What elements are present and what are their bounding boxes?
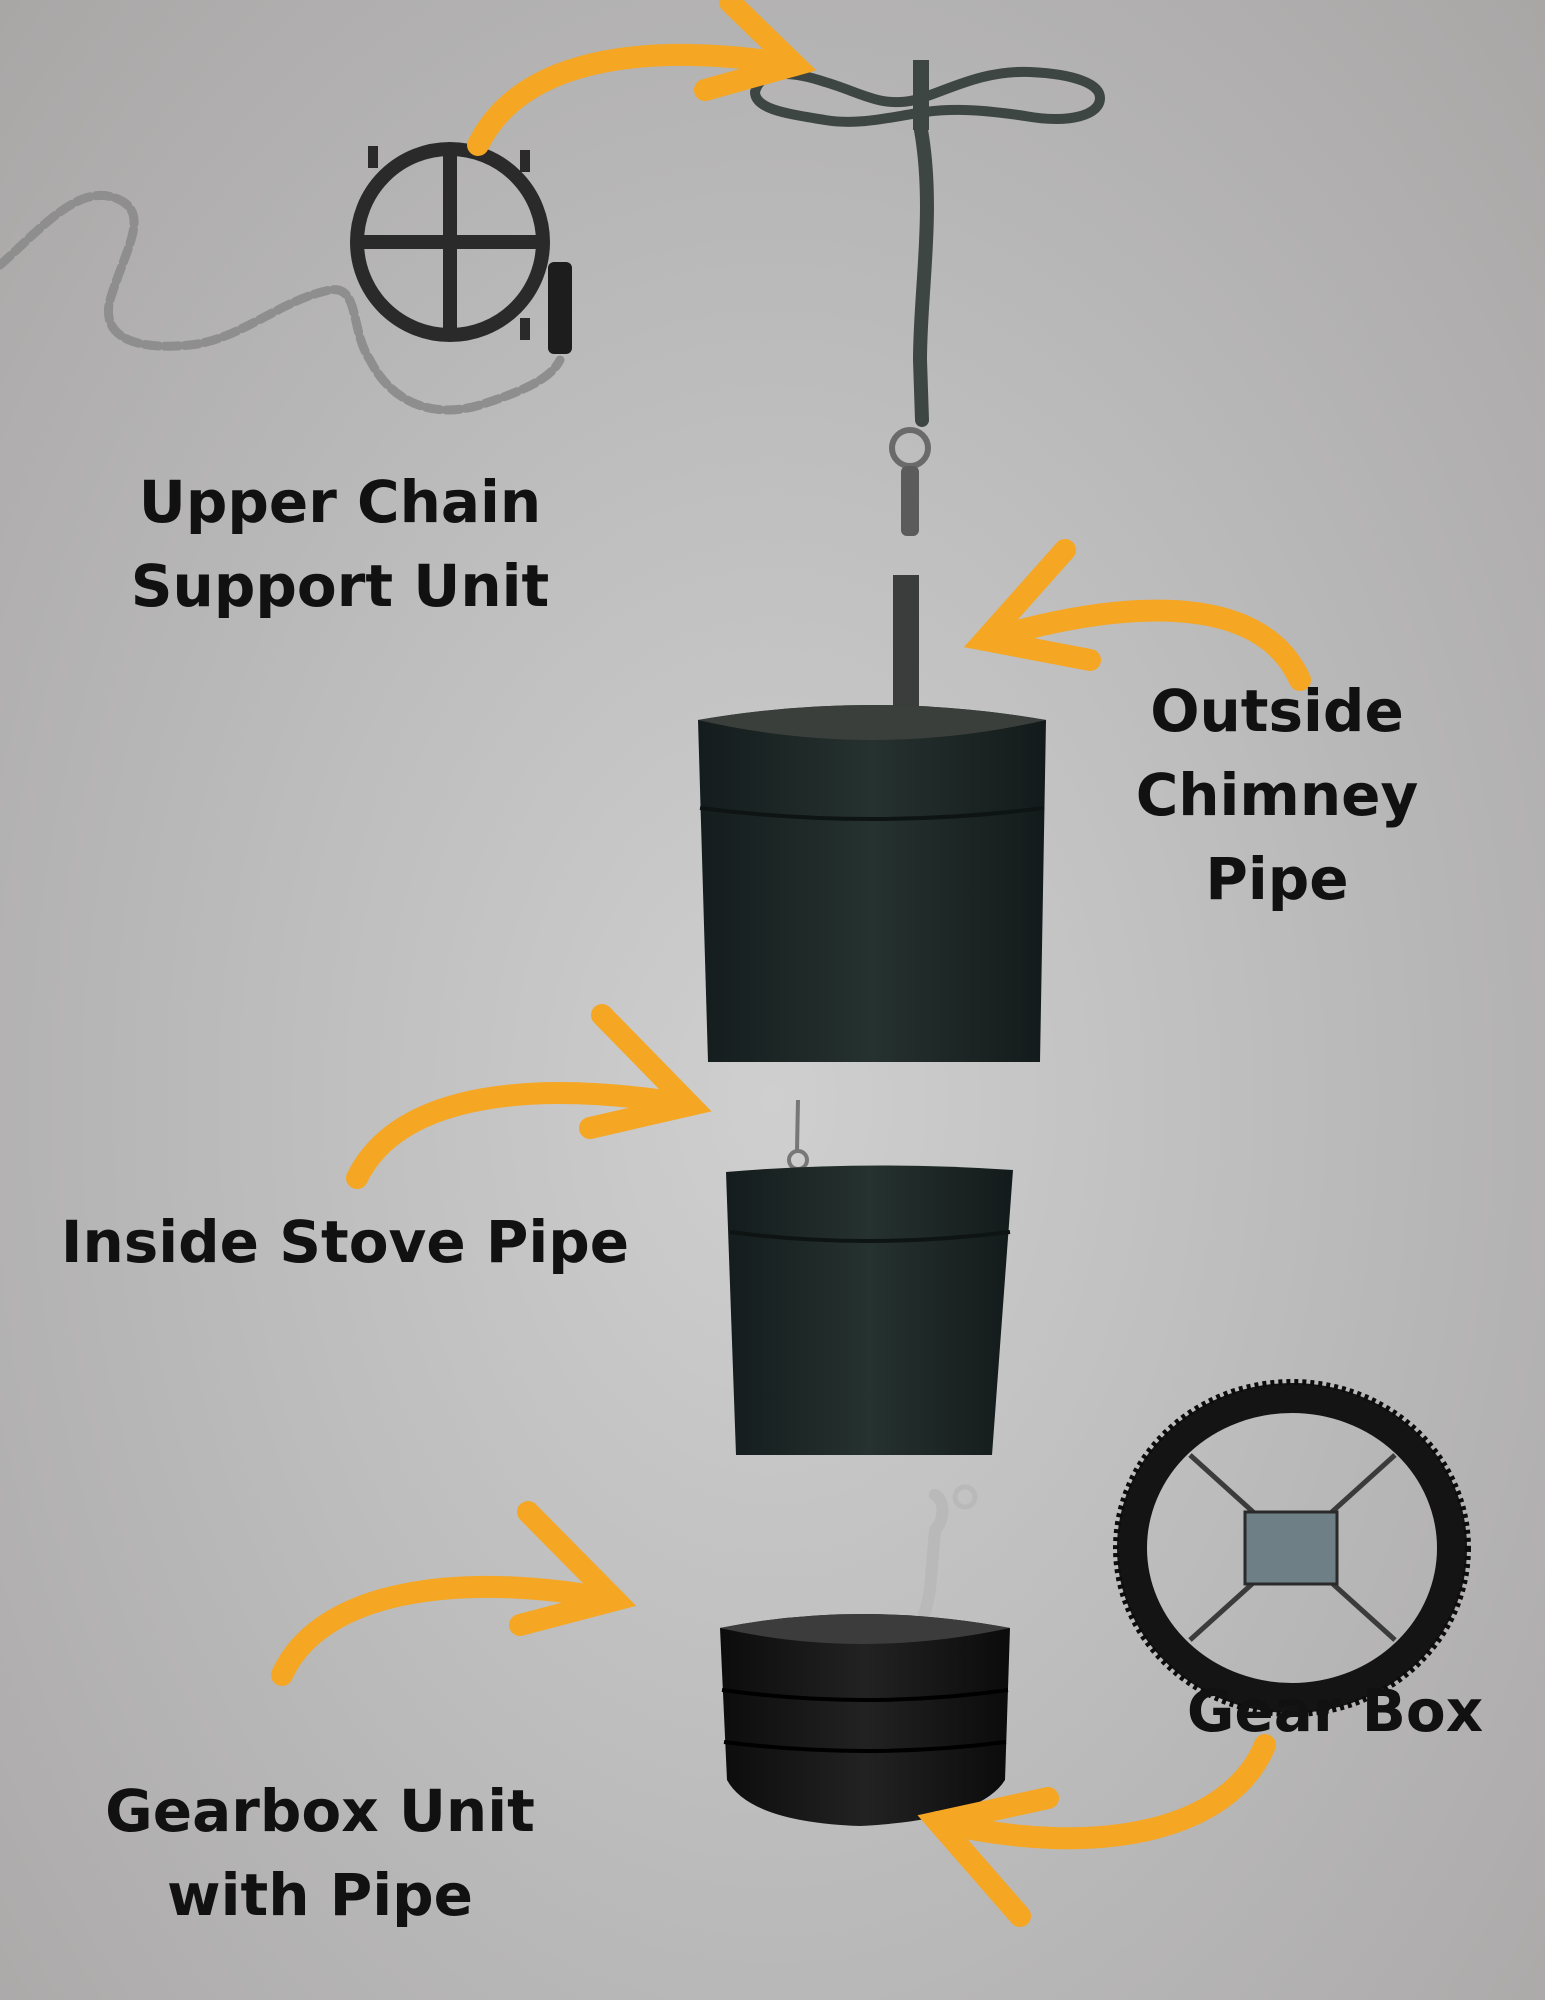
label-line: Gear Box	[1186, 1677, 1484, 1745]
hook-icon	[749, 66, 1106, 127]
inside-stove-pipe	[726, 1099, 1013, 1455]
label-line: Upper Chain	[138, 468, 542, 536]
gearbox-unit-with-pipe	[720, 1484, 1010, 1826]
label-line: Chimney Pipe	[1135, 761, 1419, 913]
label-line: Inside Stove Pipe	[60, 1208, 630, 1276]
arrow-icon	[974, 599, 1311, 691]
arrow-icon	[694, 0, 817, 101]
label-inside-stove-pipe: Inside Stove Pipe	[50, 1200, 640, 1284]
label-line: Support Unit	[130, 552, 550, 620]
arrow-icon	[963, 539, 1101, 671]
pipe-icon	[698, 705, 1046, 1062]
gear-box	[1113, 1379, 1471, 1717]
outside-chimney-pipe	[698, 705, 1046, 1062]
spring-icon	[548, 262, 572, 354]
hanger-hook-assembly	[749, 60, 1106, 745]
label-line: Outside	[1150, 677, 1404, 745]
chain-icon	[0, 190, 565, 415]
arrow-icon	[271, 1575, 626, 1686]
arrow-icon	[579, 1004, 712, 1139]
arrow-icon	[509, 1501, 637, 1636]
label-gearbox-unit-with-pipe: Gearbox Unit with Pipe	[100, 1769, 540, 1937]
pipe-icon	[726, 1165, 1013, 1455]
arrow-icon	[927, 1734, 1276, 1850]
label-upper-chain-support-unit: Upper Chain Support Unit	[130, 460, 550, 628]
label-outside-chimney-pipe: Outside Chimney Pipe	[1062, 669, 1492, 921]
label-gear-box: Gear Box	[1170, 1669, 1500, 1753]
arrow-icon	[467, 44, 806, 156]
upper-chain-support-unit	[0, 142, 572, 415]
label-line: with Pipe	[167, 1861, 473, 1929]
label-line: Gearbox Unit	[105, 1777, 535, 1845]
arrows	[271, 0, 1311, 1927]
arrow-icon	[346, 1082, 701, 1189]
wheel-icon	[350, 142, 550, 342]
pipe-icon	[720, 1614, 1010, 1826]
arrow-icon	[917, 1787, 1059, 1927]
gear-ring-icon	[1117, 1383, 1467, 1713]
